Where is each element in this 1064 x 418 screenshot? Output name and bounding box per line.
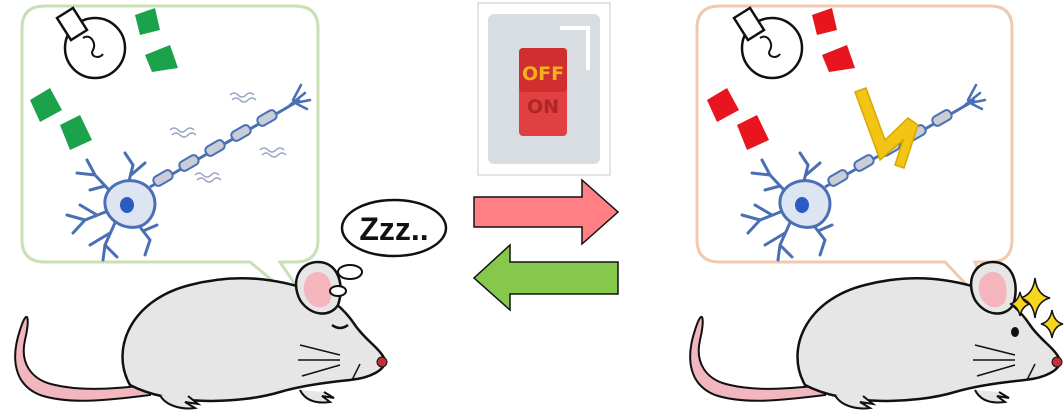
- mouse-icon-active: [690, 262, 1062, 408]
- mouse-icon: [15, 262, 387, 408]
- open-eye: [1011, 327, 1019, 337]
- arrow-left-icon: [474, 245, 618, 310]
- right-panel: [690, 6, 1063, 408]
- left-panel: Zzz..: [15, 6, 446, 408]
- sleep-text: Zzz..: [359, 211, 428, 247]
- arrow-right-icon: [474, 180, 618, 244]
- switch-on-label: ON: [527, 96, 559, 118]
- switch-off-label: OFF: [522, 63, 564, 85]
- sleep-bubble: Zzz..: [330, 200, 446, 296]
- switch-icon: OFF ON: [478, 3, 610, 175]
